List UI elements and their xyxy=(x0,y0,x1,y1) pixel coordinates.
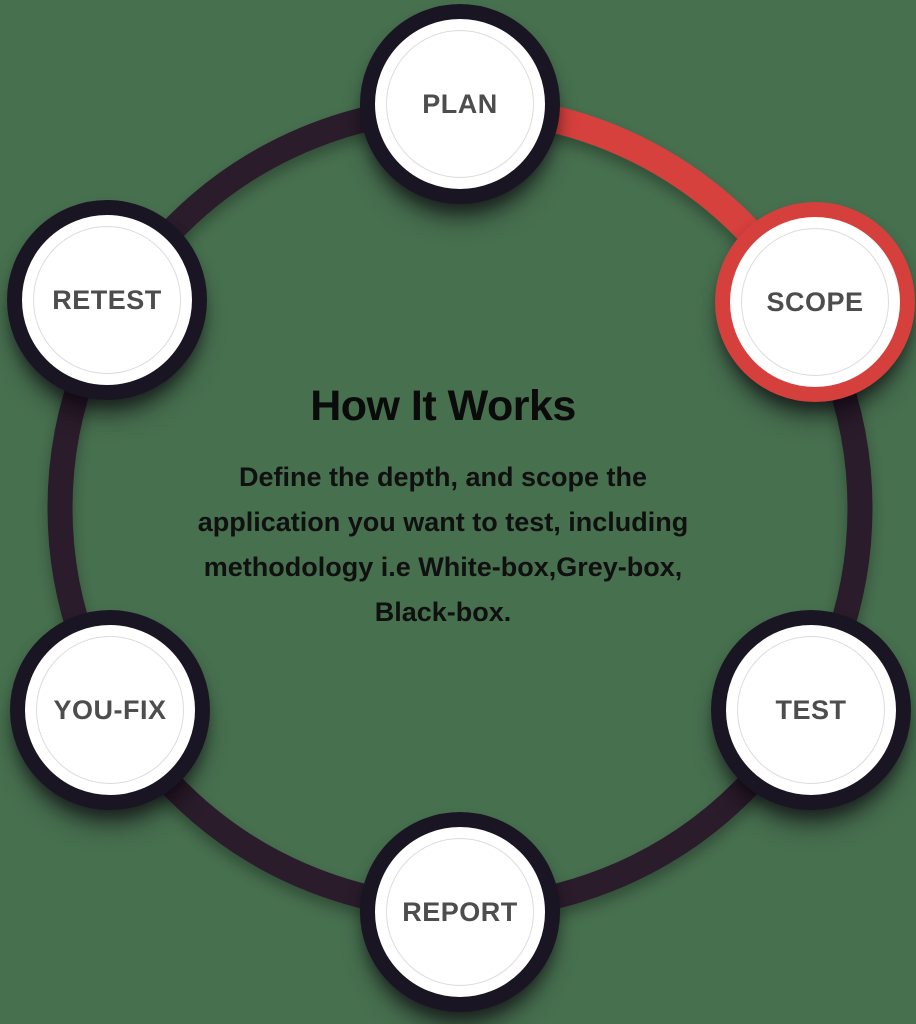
node-scope-label: SCOPE xyxy=(766,286,864,317)
step-description-line: Define the depth, and scope the xyxy=(238,462,648,492)
node-report[interactable]: REPORT xyxy=(360,812,560,1012)
node-test-label: TEST xyxy=(775,694,847,725)
node-scope[interactable]: SCOPE xyxy=(715,202,915,402)
node-retest-label: RETEST xyxy=(52,284,162,315)
step-description-line: application you want to test, including xyxy=(197,507,689,537)
node-you-fix-label: YOU-FIX xyxy=(53,694,167,725)
node-report-label: REPORT xyxy=(402,896,518,927)
node-retest[interactable]: RETEST xyxy=(7,200,207,400)
center-copy: How It Works Define the depth, and scope… xyxy=(160,382,726,635)
step-description-line: methodology i.e White-box,Grey-box, xyxy=(203,552,683,582)
step-description: Define the depth, and scope the applicat… xyxy=(160,455,726,635)
node-plan[interactable]: PLAN xyxy=(360,4,560,204)
step-description-line: Black-box. xyxy=(374,597,512,627)
node-plan-label: PLAN xyxy=(422,88,498,119)
node-test[interactable]: TEST xyxy=(711,610,911,810)
node-you-fix[interactable]: YOU-FIX xyxy=(10,610,210,810)
page-title: How It Works xyxy=(310,382,576,430)
